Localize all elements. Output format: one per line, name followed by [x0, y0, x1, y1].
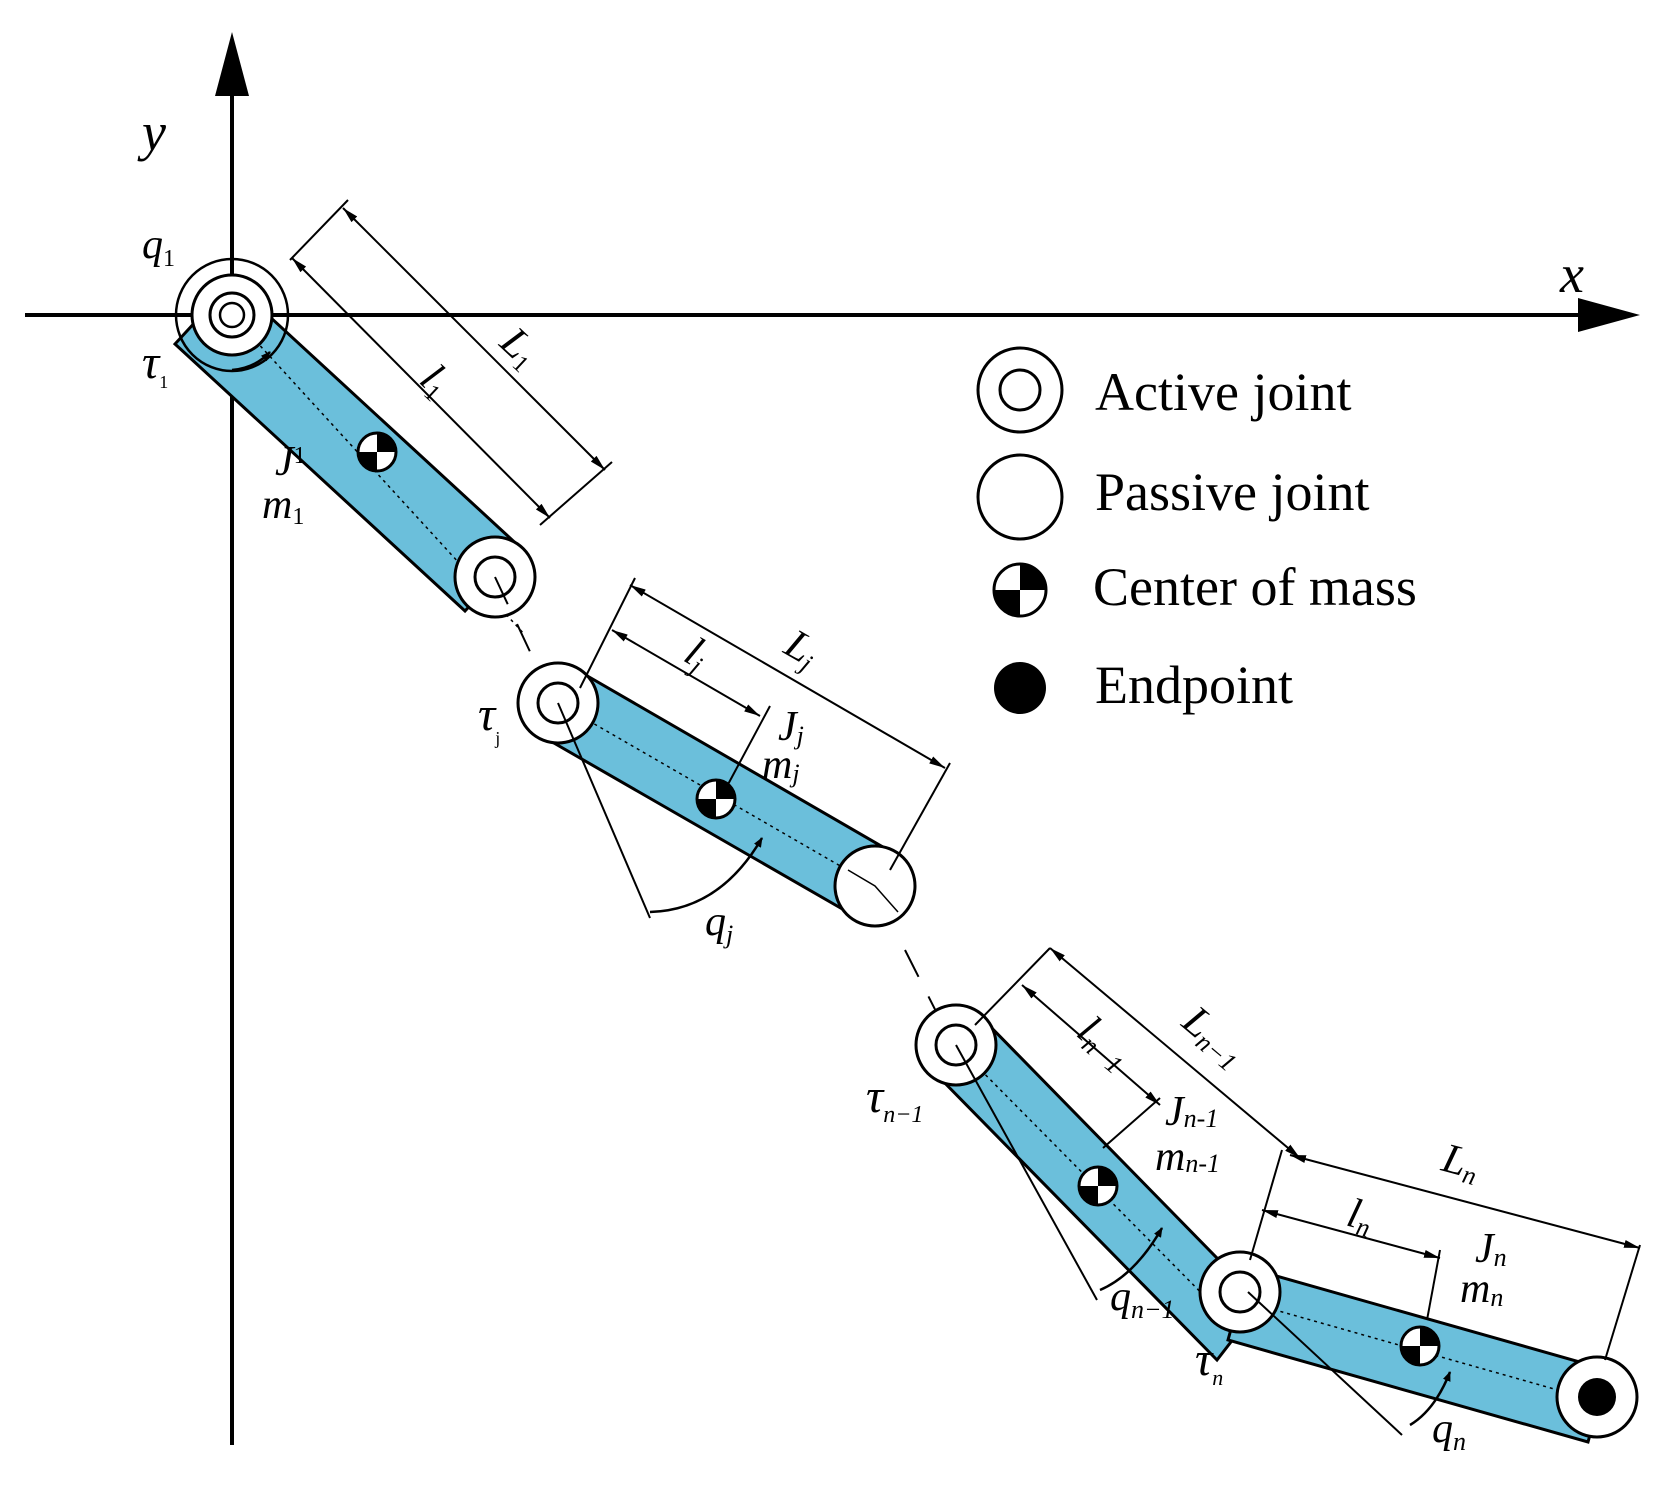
com-j-icon [695, 778, 737, 820]
joint-1-active [190, 273, 274, 357]
link-1-centerline [231, 314, 526, 636]
dim-L1-ext-a [289, 199, 349, 261]
dim-ln-line [1261, 1209, 1441, 1259]
label-qj: qj [705, 899, 733, 949]
joint-j-next-mark [847, 869, 899, 913]
dim-Ln-ext-b [1604, 1244, 1641, 1361]
legend: Active joint Passive joint Center of mas… [976, 346, 1417, 715]
active-joint-icon [976, 346, 1064, 434]
joint-2-inner [473, 555, 517, 599]
label-Jj: Jj [778, 704, 804, 750]
link-n-1-centerline [955, 1044, 1241, 1333]
label-mn-1: mn-1 [1155, 1134, 1220, 1180]
angle-qn-ref [1247, 1291, 1403, 1436]
link-1 [172, 199, 613, 636]
joint-j-inner [536, 681, 580, 725]
link-n-1-incoming-dashed [904, 949, 954, 1046]
label-lj: lj [676, 629, 716, 680]
dim-lj-ext-b [724, 705, 771, 791]
joint-n-inner [1218, 1270, 1262, 1314]
label-J1: J1 [275, 439, 306, 485]
link-n-1 [904, 947, 1301, 1363]
label-Jn-1: Jn-1 [1165, 1089, 1218, 1135]
axes: x y [25, 32, 1640, 1445]
label-tauj: τj [478, 688, 500, 748]
torque-1-arc [231, 351, 271, 372]
label-Lj: Lj [775, 620, 826, 677]
dim-Lj-ext-b [889, 762, 951, 871]
dim-ln-1-line [1021, 984, 1161, 1106]
dim-Ln-1-ext-a [974, 947, 1051, 1026]
label-qn: qn [1432, 1406, 1466, 1456]
label-l1: l1 [410, 356, 460, 407]
dim-lj-line [611, 629, 761, 717]
center-of-mass-icon [992, 562, 1048, 618]
endpoint-marker [1578, 1378, 1616, 1416]
joint-n-active [1198, 1250, 1282, 1334]
legend-item-passive-joint: Passive joint [976, 453, 1370, 541]
label-L1: L1 [489, 318, 548, 378]
legend-item-endpoint: Endpoint [994, 655, 1293, 715]
angle-qj-arc [649, 837, 764, 914]
link-n [1198, 1149, 1641, 1444]
label-mj: mj [762, 742, 800, 788]
dim-Ln-1-line [1049, 947, 1301, 1159]
y-axis-label: y [137, 102, 166, 162]
com-n-icon [1399, 1325, 1441, 1367]
label-ln-1: ln−1 [1067, 1007, 1140, 1079]
legend-label-center-of-mass: Center of mass [1093, 557, 1417, 617]
label-q1: q1 [142, 222, 175, 272]
dim-Lj-ext-a [579, 577, 636, 689]
link-j [494, 576, 951, 928]
angle-qn-1-arc [1099, 1227, 1164, 1292]
label-taun: τn [1195, 1333, 1223, 1390]
label-Ln-1: Ln−1 [1172, 997, 1255, 1077]
dim-L1-ext-b [539, 461, 613, 526]
legend-label-passive-joint: Passive joint [1095, 462, 1370, 522]
y-axis-arrowhead [215, 32, 249, 96]
com-1-icon [356, 431, 398, 473]
dim-Lj-line [629, 584, 946, 769]
angle-qn-arc [1409, 1371, 1452, 1427]
label-m1: m1 [262, 482, 304, 530]
label-Ln: Ln [1436, 1135, 1485, 1191]
dim-Ln-ext-a [1249, 1149, 1283, 1261]
dim-ln-ext-b [1426, 1249, 1441, 1321]
joint-n-1-inner [934, 1023, 978, 1067]
joint-1-inner [208, 291, 256, 339]
legend-item-active-joint: Active joint [976, 346, 1351, 434]
angle-qj-ref [557, 702, 651, 919]
passive-joint-icon [976, 453, 1064, 541]
label-Jn: Jn [1475, 1226, 1507, 1272]
x-axis-arrowhead [1578, 298, 1640, 332]
x-axis-label: x [1559, 244, 1584, 304]
angle-qn-1-ref [955, 1044, 1098, 1301]
label-tau-n-1: τn−1 [866, 1070, 923, 1128]
joint-1-core [218, 301, 246, 329]
dim-Ln-1-ext-b [1102, 1097, 1161, 1149]
legend-item-center-of-mass: Center of mass [992, 557, 1417, 618]
endpoint-icon [994, 662, 1046, 714]
joint-1-outer-ring [174, 257, 290, 373]
dim-Ln-line [1289, 1154, 1641, 1249]
label-ln: ln [1342, 1190, 1378, 1243]
com-n-1-icon [1077, 1165, 1119, 1207]
label-mn: mn [1460, 1266, 1503, 1312]
legend-label-active-joint: Active joint [1095, 362, 1351, 422]
dim-l1-line [291, 257, 551, 519]
label-qn-1: qn−1 [1110, 1274, 1175, 1324]
label-tau1: τ1 [142, 336, 168, 392]
legend-label-endpoint: Endpoint [1095, 655, 1293, 715]
